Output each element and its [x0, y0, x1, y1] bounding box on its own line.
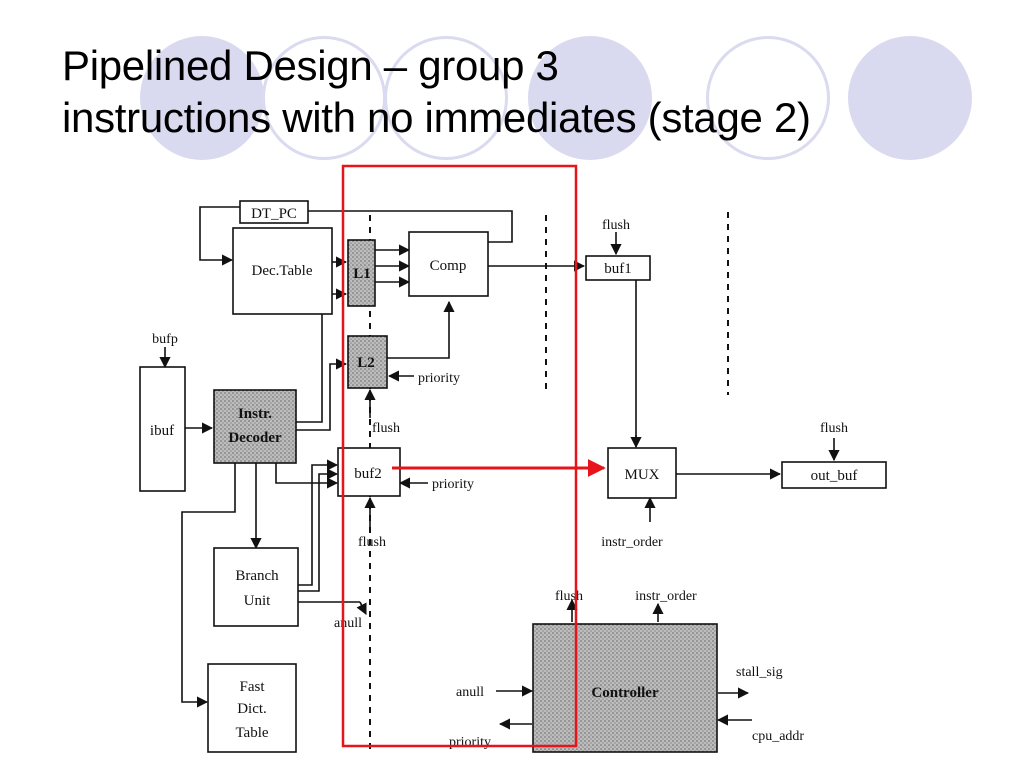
signal-cpu-addr: cpu_addr [752, 729, 804, 744]
branch-unit-block [213, 547, 299, 627]
controller-label: Controller [591, 685, 659, 701]
signal-anull-ctrl: anull [456, 685, 484, 700]
controller-block [532, 623, 718, 753]
signal-flush-ctrl: flush [555, 589, 583, 604]
out-buf-block [781, 461, 887, 489]
l2-label: L2 [357, 355, 375, 371]
instr-decoder-block [213, 389, 297, 464]
signal-stall-sig: stall_sig [736, 665, 783, 680]
signal-priority-ctrl: priority [449, 735, 491, 750]
decor-circle-6 [848, 36, 972, 160]
buf2-label: buf2 [354, 466, 382, 482]
signal-anull-branch: anull [334, 616, 362, 631]
signal-flush-low: flush [358, 535, 386, 550]
signal-bufp: bufp [152, 332, 178, 347]
slide-title-line-1: Pipelined Design – group 3 [62, 42, 559, 89]
instr-decoder-label-2: Decoder [228, 430, 282, 446]
slide-title: Pipelined Design – group 3 instructions … [62, 40, 811, 144]
signal-priority-buf2: priority [432, 477, 474, 492]
buf1-label: buf1 [604, 261, 632, 277]
decor-circle-3 [384, 36, 508, 160]
signal-flush-out: flush [820, 421, 848, 436]
signal-flush-buf1: flush [602, 218, 630, 233]
dec-table-label: Dec.Table [252, 263, 313, 279]
l1-register [347, 239, 376, 307]
ibuf-label: ibuf [150, 423, 174, 439]
decor-circle-4 [528, 36, 652, 160]
slide-title-line-2: instructions with no immediates (stage 2… [62, 94, 811, 141]
l1-label: L1 [353, 266, 371, 282]
ibuf-block [139, 366, 186, 492]
mux-label: MUX [624, 467, 659, 483]
fast-dict-label-1: Fast [239, 679, 265, 695]
dec-table-block [232, 227, 333, 315]
out-buf-label: out_buf [811, 468, 858, 484]
fast-dict-label-2: Dict. [237, 701, 267, 717]
comp-block [408, 231, 489, 297]
signal-flush-mid: flush [372, 421, 400, 436]
signal-instr-order-mux: instr_order [601, 535, 663, 550]
signal-priority-l2: priority [418, 371, 460, 386]
dt-pc-block [239, 200, 309, 224]
dt-pc-label: DT_PC [251, 206, 297, 222]
branch-unit-label-2: Unit [244, 593, 272, 609]
signal-instr-order-ctrl: instr_order [635, 589, 697, 604]
instr-decoder-label-1: Instr. [238, 406, 272, 422]
decor-circle-5 [706, 36, 830, 160]
mux-block [607, 447, 677, 499]
buf1-block [585, 255, 651, 281]
branch-unit-label-1: Branch [235, 568, 279, 584]
l2-register [347, 335, 388, 389]
fast-dict-label-3: Table [235, 725, 268, 741]
highlight-frame [341, 164, 578, 748]
buf2-block [337, 447, 401, 497]
comp-label: Comp [430, 258, 467, 274]
fast-dict-table-block [207, 663, 297, 753]
decor-circle-1 [140, 36, 264, 160]
